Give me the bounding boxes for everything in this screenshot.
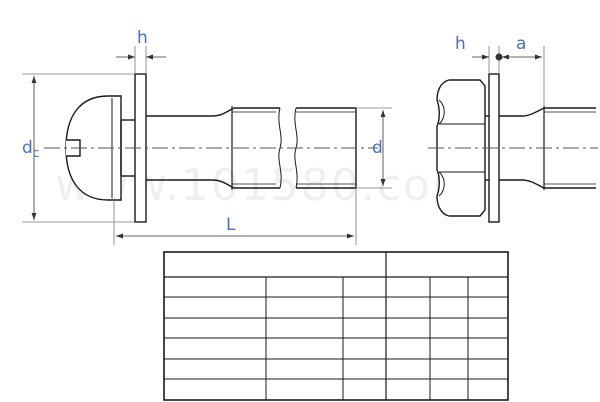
watermark-text: www.101580.com (55, 160, 477, 211)
a-label: a (516, 34, 526, 54)
h-label-right: h (455, 34, 466, 54)
spec-table (163, 251, 509, 401)
dc-label: dc (22, 138, 39, 160)
dc-dimension (22, 73, 135, 223)
h-label-left: h (137, 28, 148, 48)
L-label: L (226, 215, 236, 235)
taper-top (211, 107, 235, 117)
dimension-dot (495, 53, 503, 61)
h-a-dimension-right (472, 46, 545, 106)
table-border (163, 251, 509, 401)
L-dimension (113, 188, 357, 245)
d-dimension (356, 107, 392, 189)
d-label: d (372, 138, 383, 158)
h-dimension-left (116, 46, 166, 74)
